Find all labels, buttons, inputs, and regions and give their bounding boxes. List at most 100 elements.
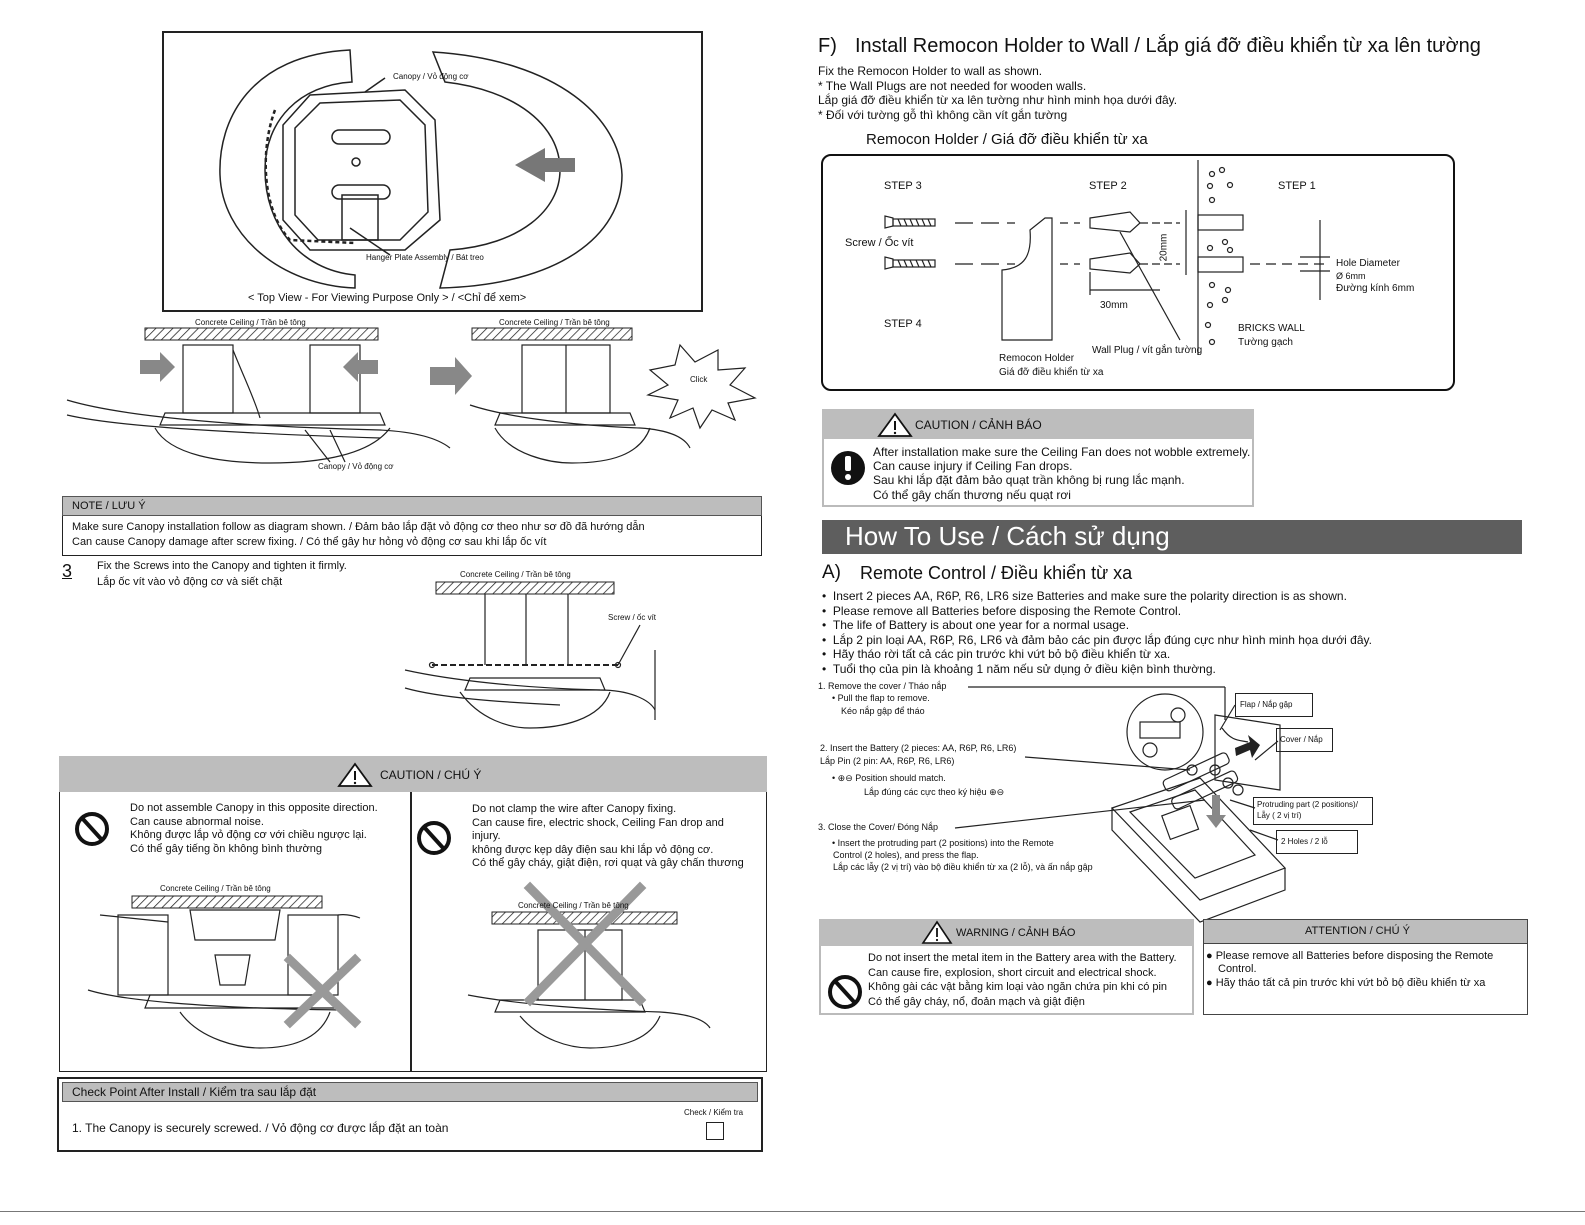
top-view-frame <box>162 31 703 312</box>
flap-label: Flap / Nắp gập <box>1240 700 1293 709</box>
screw-icon <box>884 215 936 229</box>
step3-number: 3 <box>62 561 73 581</box>
diagram-holder-vn: Giá đỡ điều khiển từ xa <box>999 367 1104 378</box>
bullet-item: • Hãy tháo rời tất cả các pin trước khi … <box>822 647 1171 661</box>
caution-left-line: Không được lắp vỏ động cơ với chiều ngượ… <box>130 829 367 841</box>
how-to-use-title: How To Use / Cách sử dụng <box>845 521 1170 551</box>
protruding-label: Protruding part (2 positions)/ <box>1257 800 1358 809</box>
sectionF-line: Lắp giá đỡ điều khiển từ xa lên tường nh… <box>818 93 1178 107</box>
remote-step2: 2. Insert the Battery (2 pieces: AA, R6P… <box>820 743 1017 753</box>
caution-left-line: Có thể gây tiếng ồn không bình thường <box>130 842 322 855</box>
remote-step3a: • Insert the protruding part (2 position… <box>832 838 1054 848</box>
sectionA-letter: A) <box>822 562 841 583</box>
holes-label: 2 Holes / 2 lỗ <box>1281 837 1328 846</box>
how-to-use-banner <box>822 520 1522 554</box>
diagram-wall-plug: Wall Plug / vít gắn tường <box>1092 345 1203 356</box>
diagram-bricks-vn: Tường gạch <box>1238 337 1293 348</box>
diagram-step4: STEP 4 <box>884 318 922 330</box>
ceiling-label-a: Concrete Ceiling / Trần bê tông <box>195 318 306 327</box>
caution-divider <box>410 792 412 1072</box>
remote-step1b: Kéo nắp gập để tháo <box>841 706 925 716</box>
note-title: NOTE / LƯU Ý <box>72 500 146 512</box>
note-line-1: Make sure Canopy installation follow as … <box>72 521 645 533</box>
sectionA-bullets: • Insert 2 pieces AA, R6P, R6, LR6 size … <box>822 589 1372 676</box>
warning-header <box>819 919 1194 946</box>
protruding-label-box <box>1253 797 1373 825</box>
diagram-hole-diameter: Hole Diameter <box>1336 258 1400 269</box>
caution-ceiling-left: Concrete Ceiling / Trần bê tông <box>160 884 271 893</box>
warning-line: Can cause fire, explosion, short circuit… <box>868 966 1157 979</box>
flap-label-box <box>1235 693 1313 717</box>
right-caution-line: Sau khi lắp đặt đảm bảo quạt trần không … <box>873 473 1185 488</box>
checkpoint-title: Check Point After Install / Kiểm tra sau… <box>72 1085 317 1099</box>
cover-label: Cover / Nắp <box>1280 735 1323 744</box>
caution-right-text: Do not clamp the wire after Canopy fixin… <box>472 803 744 871</box>
top-view-caption: < Top View - For Viewing Purpose Only > … <box>248 292 527 304</box>
caution-right-line: injury. <box>472 830 501 842</box>
remote-step2b: Lắp Pin (2 pin: AA, R6P, R6, LR6) <box>820 756 955 766</box>
page-bottom-rule <box>0 1211 1585 1212</box>
top-view-canopy-label: Canopy / Vỏ động cơ <box>393 72 469 81</box>
warning-line: Không gài các vật bằng kim loại vào ngăn… <box>868 981 1168 993</box>
diagram-step1: STEP 1 <box>1278 180 1316 192</box>
attention-bullet-1b: Control. <box>1218 963 1257 975</box>
remote-step3b: Control (2 holes), and press the flap. <box>833 850 979 860</box>
prohibit-icon-left <box>75 812 109 846</box>
checkpoint-check-label: Check / Kiểm tra <box>684 1108 744 1117</box>
remote-step1a: • Pull the flap to remove. <box>832 693 930 703</box>
caution-left-line: Can cause abnormal noise. <box>130 815 264 828</box>
sectionA-title: Remote Control / Điều khiển từ xa <box>860 563 1133 583</box>
caution-right-line: Do not clamp the wire after Canopy fixin… <box>472 803 677 815</box>
insert-arrow-icon <box>1206 795 1226 828</box>
bullet-item: • Lắp 2 pin loại AA, R6P, R6, LR6 và đảm… <box>822 632 1372 647</box>
diagram-hole-6: Ø 6mm <box>1336 271 1366 281</box>
attention-bullet-1a: ● Please remove all Batteries before dis… <box>1206 950 1494 962</box>
attention-header <box>1203 919 1528 944</box>
bullet-item: • The life of Battery is about one year … <box>822 618 1130 632</box>
exclamation-icon <box>831 451 865 485</box>
step3-line-1: Fix the Screws into the Canopy and tight… <box>97 560 347 572</box>
diagram-screw-label: Screw / Ốc vít <box>845 237 914 249</box>
caution-right-line: không được kẹp dây điện sau khi lắp vỏ đ… <box>472 843 714 856</box>
diagram-holder: Remocon Holder <box>999 353 1075 364</box>
sectionF-line: * The Wall Plugs are not needed for wood… <box>818 78 1087 93</box>
right-caution-line: After installation make sure the Ceiling… <box>873 445 1251 459</box>
warning-title: WARNING / CẢNH BÁO <box>956 927 1076 939</box>
checkpoint-item-1: 1. The Canopy is securely screwed. / Vỏ … <box>72 1121 449 1135</box>
remote-step2d: Lắp đúng các cực theo ký hiệu ⊕⊖ <box>864 787 1005 797</box>
diagram-dim-30: 30mm <box>1100 300 1128 311</box>
holes-label-box <box>1276 830 1358 854</box>
top-view-hanger-label: Hanger Plate Assembly / Bát treo <box>366 253 484 262</box>
warning-line: Do not insert the metal item in the Batt… <box>868 952 1177 964</box>
note-header <box>62 496 762 516</box>
remote-step2c: • ⊕⊖ Position should match. <box>832 773 946 783</box>
right-caution-title: CAUTION / CẢNH BÁO <box>915 418 1042 432</box>
sectionF-letter: F) <box>818 35 837 57</box>
sectionF-title: Install Remocon Holder to Wall / Lắp giá… <box>855 35 1481 57</box>
side-canopy-label: Canopy / Vỏ động cơ <box>318 462 394 471</box>
checkpoint-checkbox[interactable] <box>706 1122 724 1140</box>
bullet-item: • Tuổi thọ của pin là khoảng 1 năm nếu s… <box>822 661 1216 676</box>
bullet-item: • Insert 2 pieces AA, R6P, R6, LR6 size … <box>822 589 1347 603</box>
step3-screw-label: Screw / ốc vít <box>608 613 657 622</box>
diagram-hole-vn: Đường kính 6mm <box>1336 283 1415 294</box>
right-caution-text: After installation make sure the Ceiling… <box>873 445 1250 502</box>
caution-header <box>59 756 767 792</box>
checkpoint-header <box>62 1082 758 1102</box>
caution-left-text: Do not assemble Canopy in this opposite … <box>130 802 378 856</box>
sectionF-line: Fix the Remocon Holder to wall as shown. <box>818 64 1043 78</box>
sectionF-line: * Đối với tường gỗ thì không cần vít gắn… <box>818 107 1068 122</box>
remote-step3c: Lắp các lẫy (2 vị trí) vào bộ điều khiển… <box>833 862 1093 872</box>
ceiling-label-b: Concrete Ceiling / Trần bê tông <box>499 318 610 327</box>
next-arrow-icon <box>430 357 472 395</box>
caution-right-line: Can cause fire, electric shock, Ceiling … <box>472 816 724 829</box>
warning-line: Có thể gây cháy, nổ, đoản mạch và giật đ… <box>868 995 1085 1008</box>
step3-line-2: Lắp ốc vít vào vỏ động cơ và siết chặt <box>97 576 283 588</box>
curved-arrow-icon <box>1235 735 1260 758</box>
